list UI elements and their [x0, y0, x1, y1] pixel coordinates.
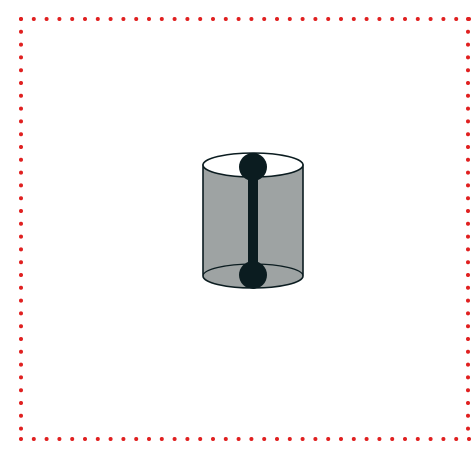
top-ball [239, 153, 267, 181]
rod [248, 168, 258, 276]
bottom-ball [239, 261, 267, 289]
